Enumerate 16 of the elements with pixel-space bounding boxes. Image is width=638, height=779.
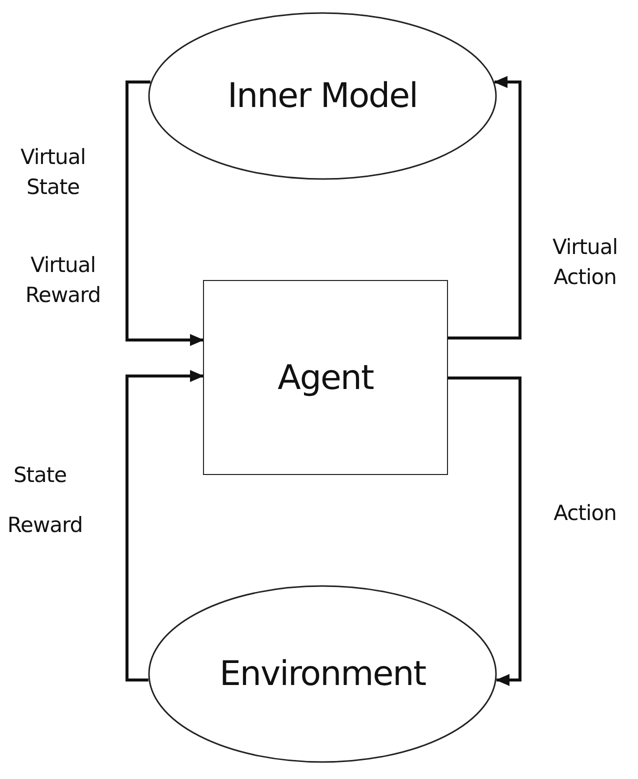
flow-label: Virtual Action (551, 234, 619, 292)
node-label: Agent (278, 358, 374, 398)
flow-label: State (12, 462, 68, 489)
arrow (126, 80, 204, 346)
flow-label: Action (552, 500, 618, 527)
ellipse-node (148, 585, 497, 763)
arrow (126, 370, 204, 682)
ellipse-node (148, 12, 497, 180)
process-box (203, 280, 448, 475)
arrow (448, 376, 522, 686)
flow-label: Virtual State (19, 144, 87, 202)
node-label: Inner Model (228, 76, 418, 116)
flow-label: Virtual Reward (24, 252, 102, 310)
node-label: Environment (219, 654, 426, 694)
flow-label: Reward (6, 512, 84, 539)
arrow (448, 76, 522, 340)
